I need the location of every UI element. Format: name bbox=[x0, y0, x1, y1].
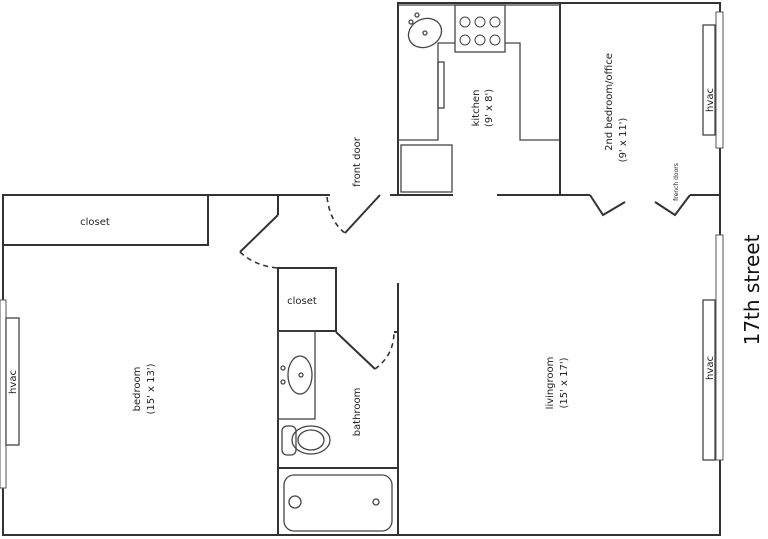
hvac-label: hvac bbox=[8, 370, 19, 394]
window-bedroom bbox=[0, 299, 7, 489]
bathroom-door[interactable] bbox=[335, 331, 395, 370]
bedroom-closet bbox=[2, 194, 209, 246]
french-doors[interactable] bbox=[589, 194, 691, 217]
bathroom-fixtures bbox=[277, 330, 393, 532]
burner-icon bbox=[459, 16, 501, 46]
hvac-label: hvac bbox=[705, 356, 716, 380]
french-doors-label: french doors bbox=[673, 163, 680, 201]
closet-label: closet bbox=[80, 217, 110, 228]
bathroom-sink-icon bbox=[287, 355, 313, 395]
hvac-office: hvac bbox=[702, 24, 716, 136]
toilet-tank-icon bbox=[281, 425, 297, 456]
front-door-label: front door bbox=[352, 136, 363, 187]
bathtub-icon bbox=[283, 474, 393, 532]
hvac-livingroom: hvac bbox=[702, 299, 716, 461]
window-office bbox=[715, 11, 724, 149]
hvac-label: hvac bbox=[705, 88, 716, 112]
closet-label: closet bbox=[287, 296, 317, 307]
office-size: (9' x 11') bbox=[618, 118, 629, 163]
livingroom-label: livingroom bbox=[545, 357, 556, 410]
stove-icon bbox=[454, 4, 506, 53]
bedroom-size: (15' x 13') bbox=[146, 363, 157, 414]
bathroom-label: bathroom bbox=[352, 388, 363, 437]
livingroom-size: (15' x 17') bbox=[559, 357, 570, 408]
kitchen-fixtures bbox=[398, 4, 560, 193]
bedroom-door[interactable] bbox=[239, 214, 279, 269]
kitchen-label: kitchen bbox=[471, 90, 482, 127]
street-label: 17th street bbox=[740, 234, 764, 345]
refrigerator-icon bbox=[400, 144, 453, 193]
window-livingroom bbox=[715, 234, 724, 461]
hvac-bedroom: hvac bbox=[5, 317, 20, 446]
office-label: 2nd bedroom/office bbox=[604, 53, 615, 151]
kitchen-size: (9' x 8') bbox=[484, 89, 495, 127]
front-door[interactable] bbox=[326, 194, 381, 234]
toilet-bowl-icon bbox=[291, 425, 331, 455]
kitchen-sink-icon bbox=[407, 17, 443, 49]
bedroom-label: bedroom bbox=[132, 367, 143, 412]
